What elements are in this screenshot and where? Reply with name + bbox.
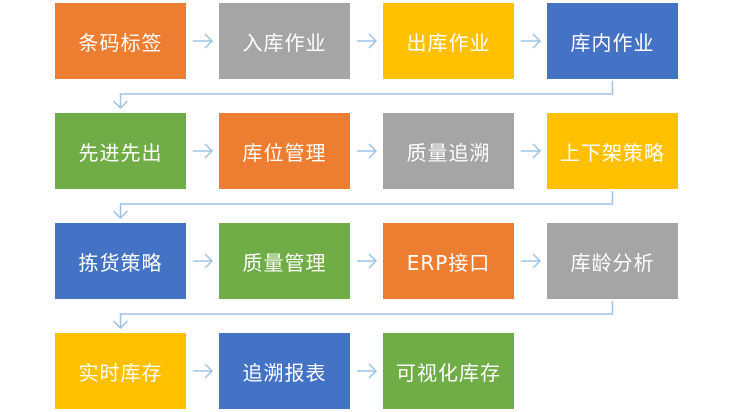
arrow-head (532, 33, 542, 49)
arrow-head (368, 143, 378, 159)
arrow-head (368, 33, 378, 49)
arrow-head (368, 253, 378, 269)
arrow-head (112, 210, 129, 220)
process-step-box: 拣货策略 (55, 223, 186, 299)
arrow-head (532, 253, 542, 269)
arrow-head (204, 143, 214, 159)
process-step-box: ERP接口 (383, 223, 514, 299)
wrap-connector-line (119, 191, 614, 218)
process-step-box: 库位管理 (219, 113, 350, 189)
arrow-head (204, 363, 214, 379)
process-step-box: 质量管理 (219, 223, 350, 299)
process-step-box: 上下架策略 (547, 113, 678, 189)
process-step-box: 库内作业 (547, 3, 678, 79)
process-step-box: 实时库存 (55, 333, 186, 409)
process-step-box: 先进先出 (55, 113, 186, 189)
process-step-box: 条码标签 (55, 3, 186, 79)
process-step-box: 可视化库存 (383, 333, 514, 409)
process-step-box: 出库作业 (383, 3, 514, 79)
arrow-head (204, 33, 214, 49)
process-step-box: 追溯报表 (219, 333, 350, 409)
process-step-box: 质量追溯 (383, 113, 514, 189)
process-step-box: 库龄分析 (547, 223, 678, 299)
wrap-connector-line (119, 81, 614, 108)
arrow-head (112, 320, 129, 330)
arrow-head (532, 143, 542, 159)
wrap-connector-line (119, 301, 614, 328)
arrow-head (368, 363, 378, 379)
arrow-head (112, 100, 129, 110)
arrow-head (204, 253, 214, 269)
process-step-box: 入库作业 (219, 3, 350, 79)
